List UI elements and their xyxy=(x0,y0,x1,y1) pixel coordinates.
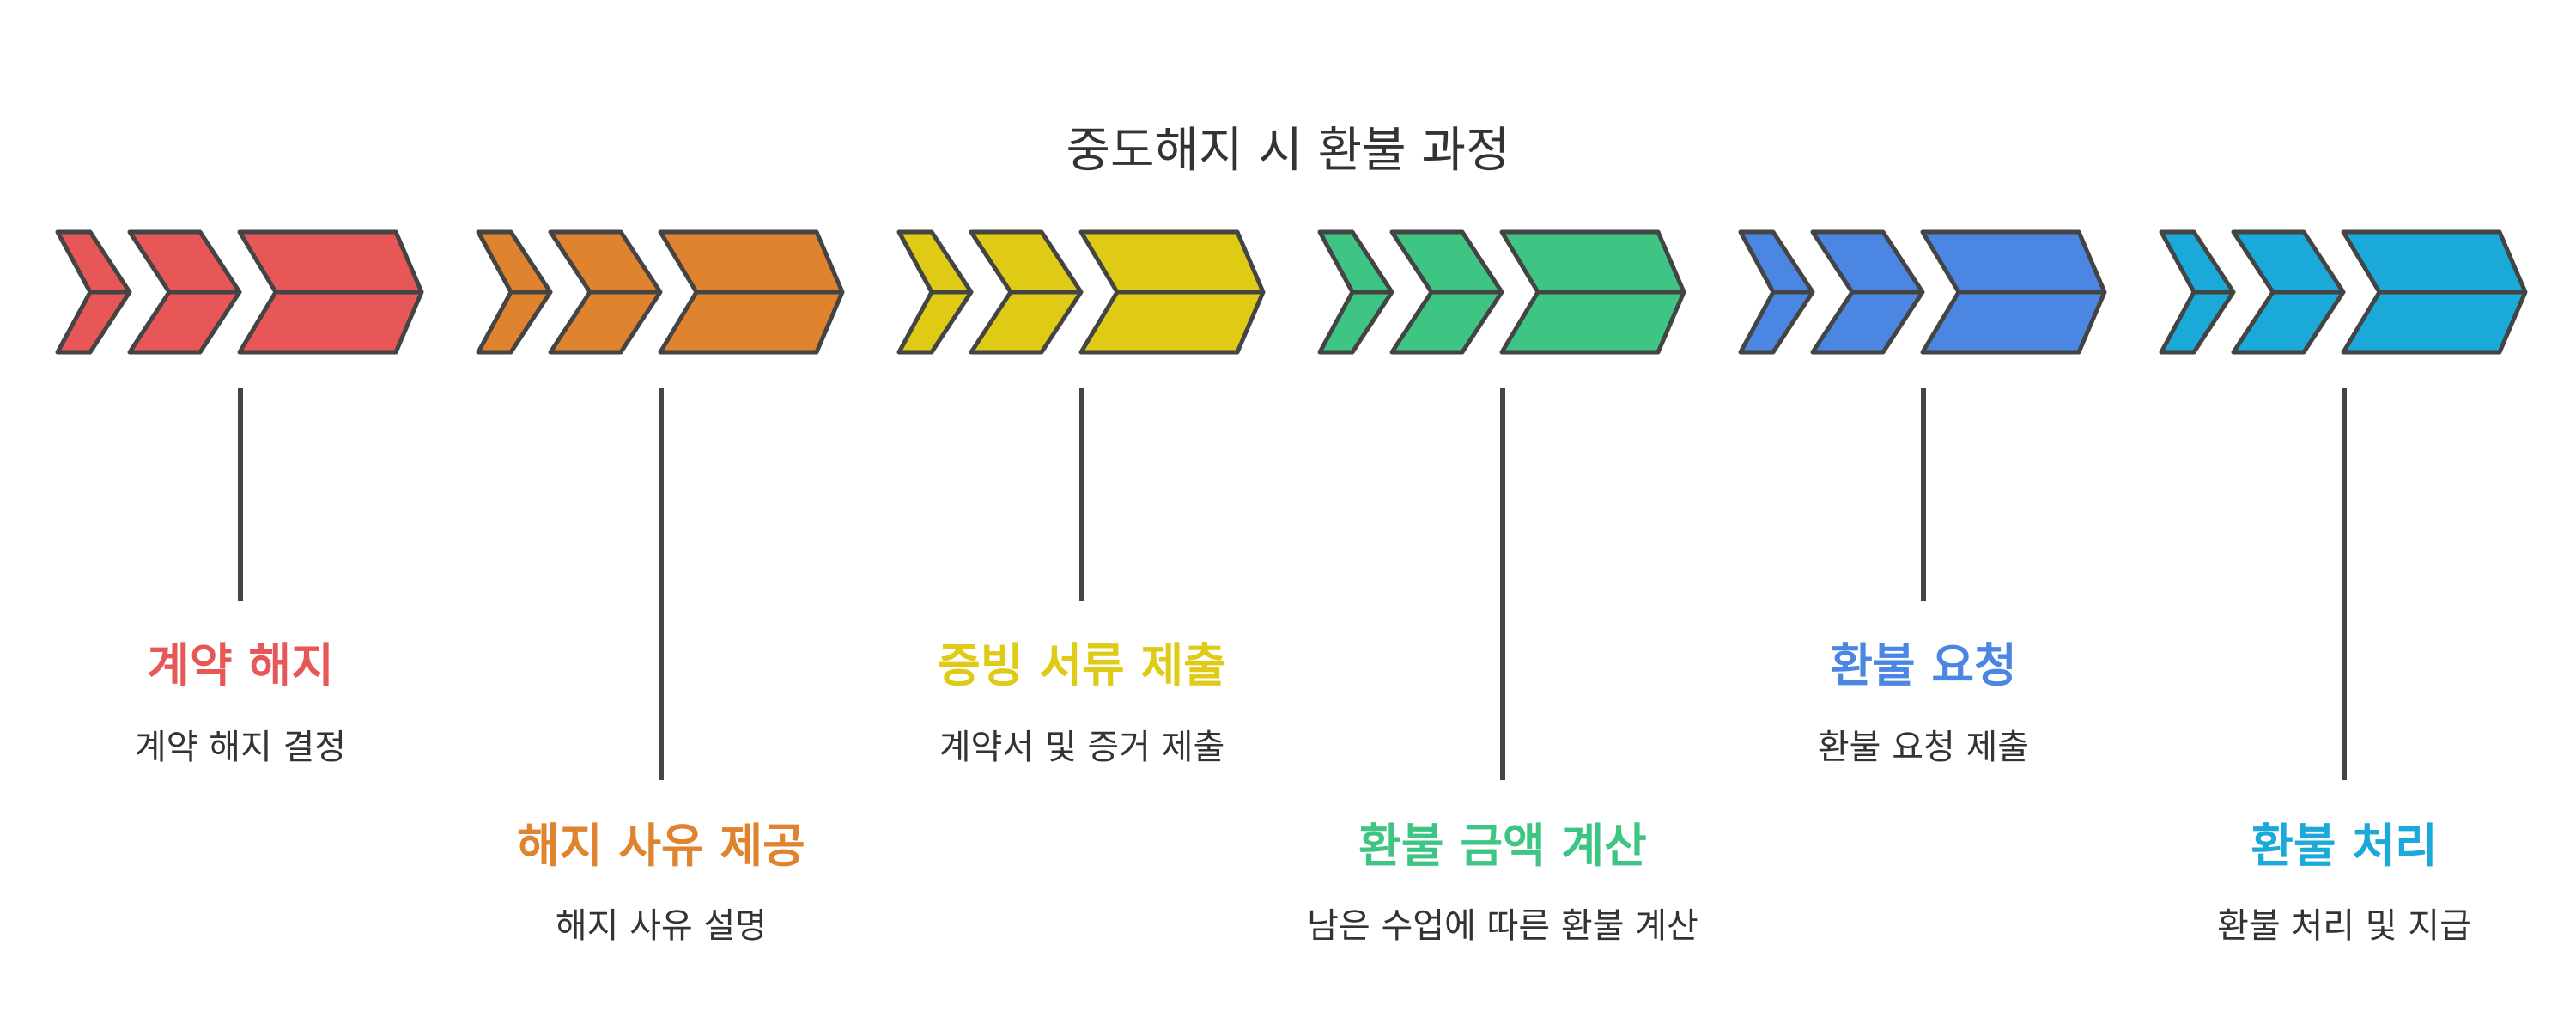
step-5-connector xyxy=(1921,388,1926,601)
step-3-description: 계약서 및 증거 제출 xyxy=(939,728,1225,767)
step-1-description: 계약 해지 결정 xyxy=(134,728,347,767)
step-5-description: 환불 요청 제출 xyxy=(1817,728,2030,767)
step-4-chevron-icon xyxy=(1317,229,1686,355)
step-6-chevron-icon xyxy=(2159,229,2528,355)
step-4-description: 남은 수업에 따른 환불 계산 xyxy=(1307,906,1698,946)
step-2-description: 해지 사유 설명 xyxy=(555,906,768,946)
step-3-connector xyxy=(1079,388,1084,601)
step-4-connector xyxy=(1500,388,1505,780)
step-3-title: 증빙 서류 제출 xyxy=(938,638,1226,692)
step-2-title: 해지 사유 제공 xyxy=(517,819,805,873)
step-6-description: 환불 처리 및 지급 xyxy=(2217,906,2471,946)
step-6-title: 환불 처리 xyxy=(2251,819,2438,873)
step-5-title: 환불 요청 xyxy=(1830,638,2017,692)
step-2-connector xyxy=(659,388,664,780)
step-3-chevron-icon xyxy=(896,229,1266,355)
step-4-title: 환불 금액 계산 xyxy=(1358,819,1647,873)
step-5-chevron-icon xyxy=(1738,229,2107,355)
step-1-connector xyxy=(238,388,243,601)
step-1-chevron-icon xyxy=(55,229,424,355)
step-6-connector xyxy=(2342,388,2347,780)
step-2-chevron-icon xyxy=(476,229,845,355)
step-1-title: 계약 해지 xyxy=(147,638,334,692)
diagram-title: 중도해지 시 환불 과정 xyxy=(1066,123,1510,179)
